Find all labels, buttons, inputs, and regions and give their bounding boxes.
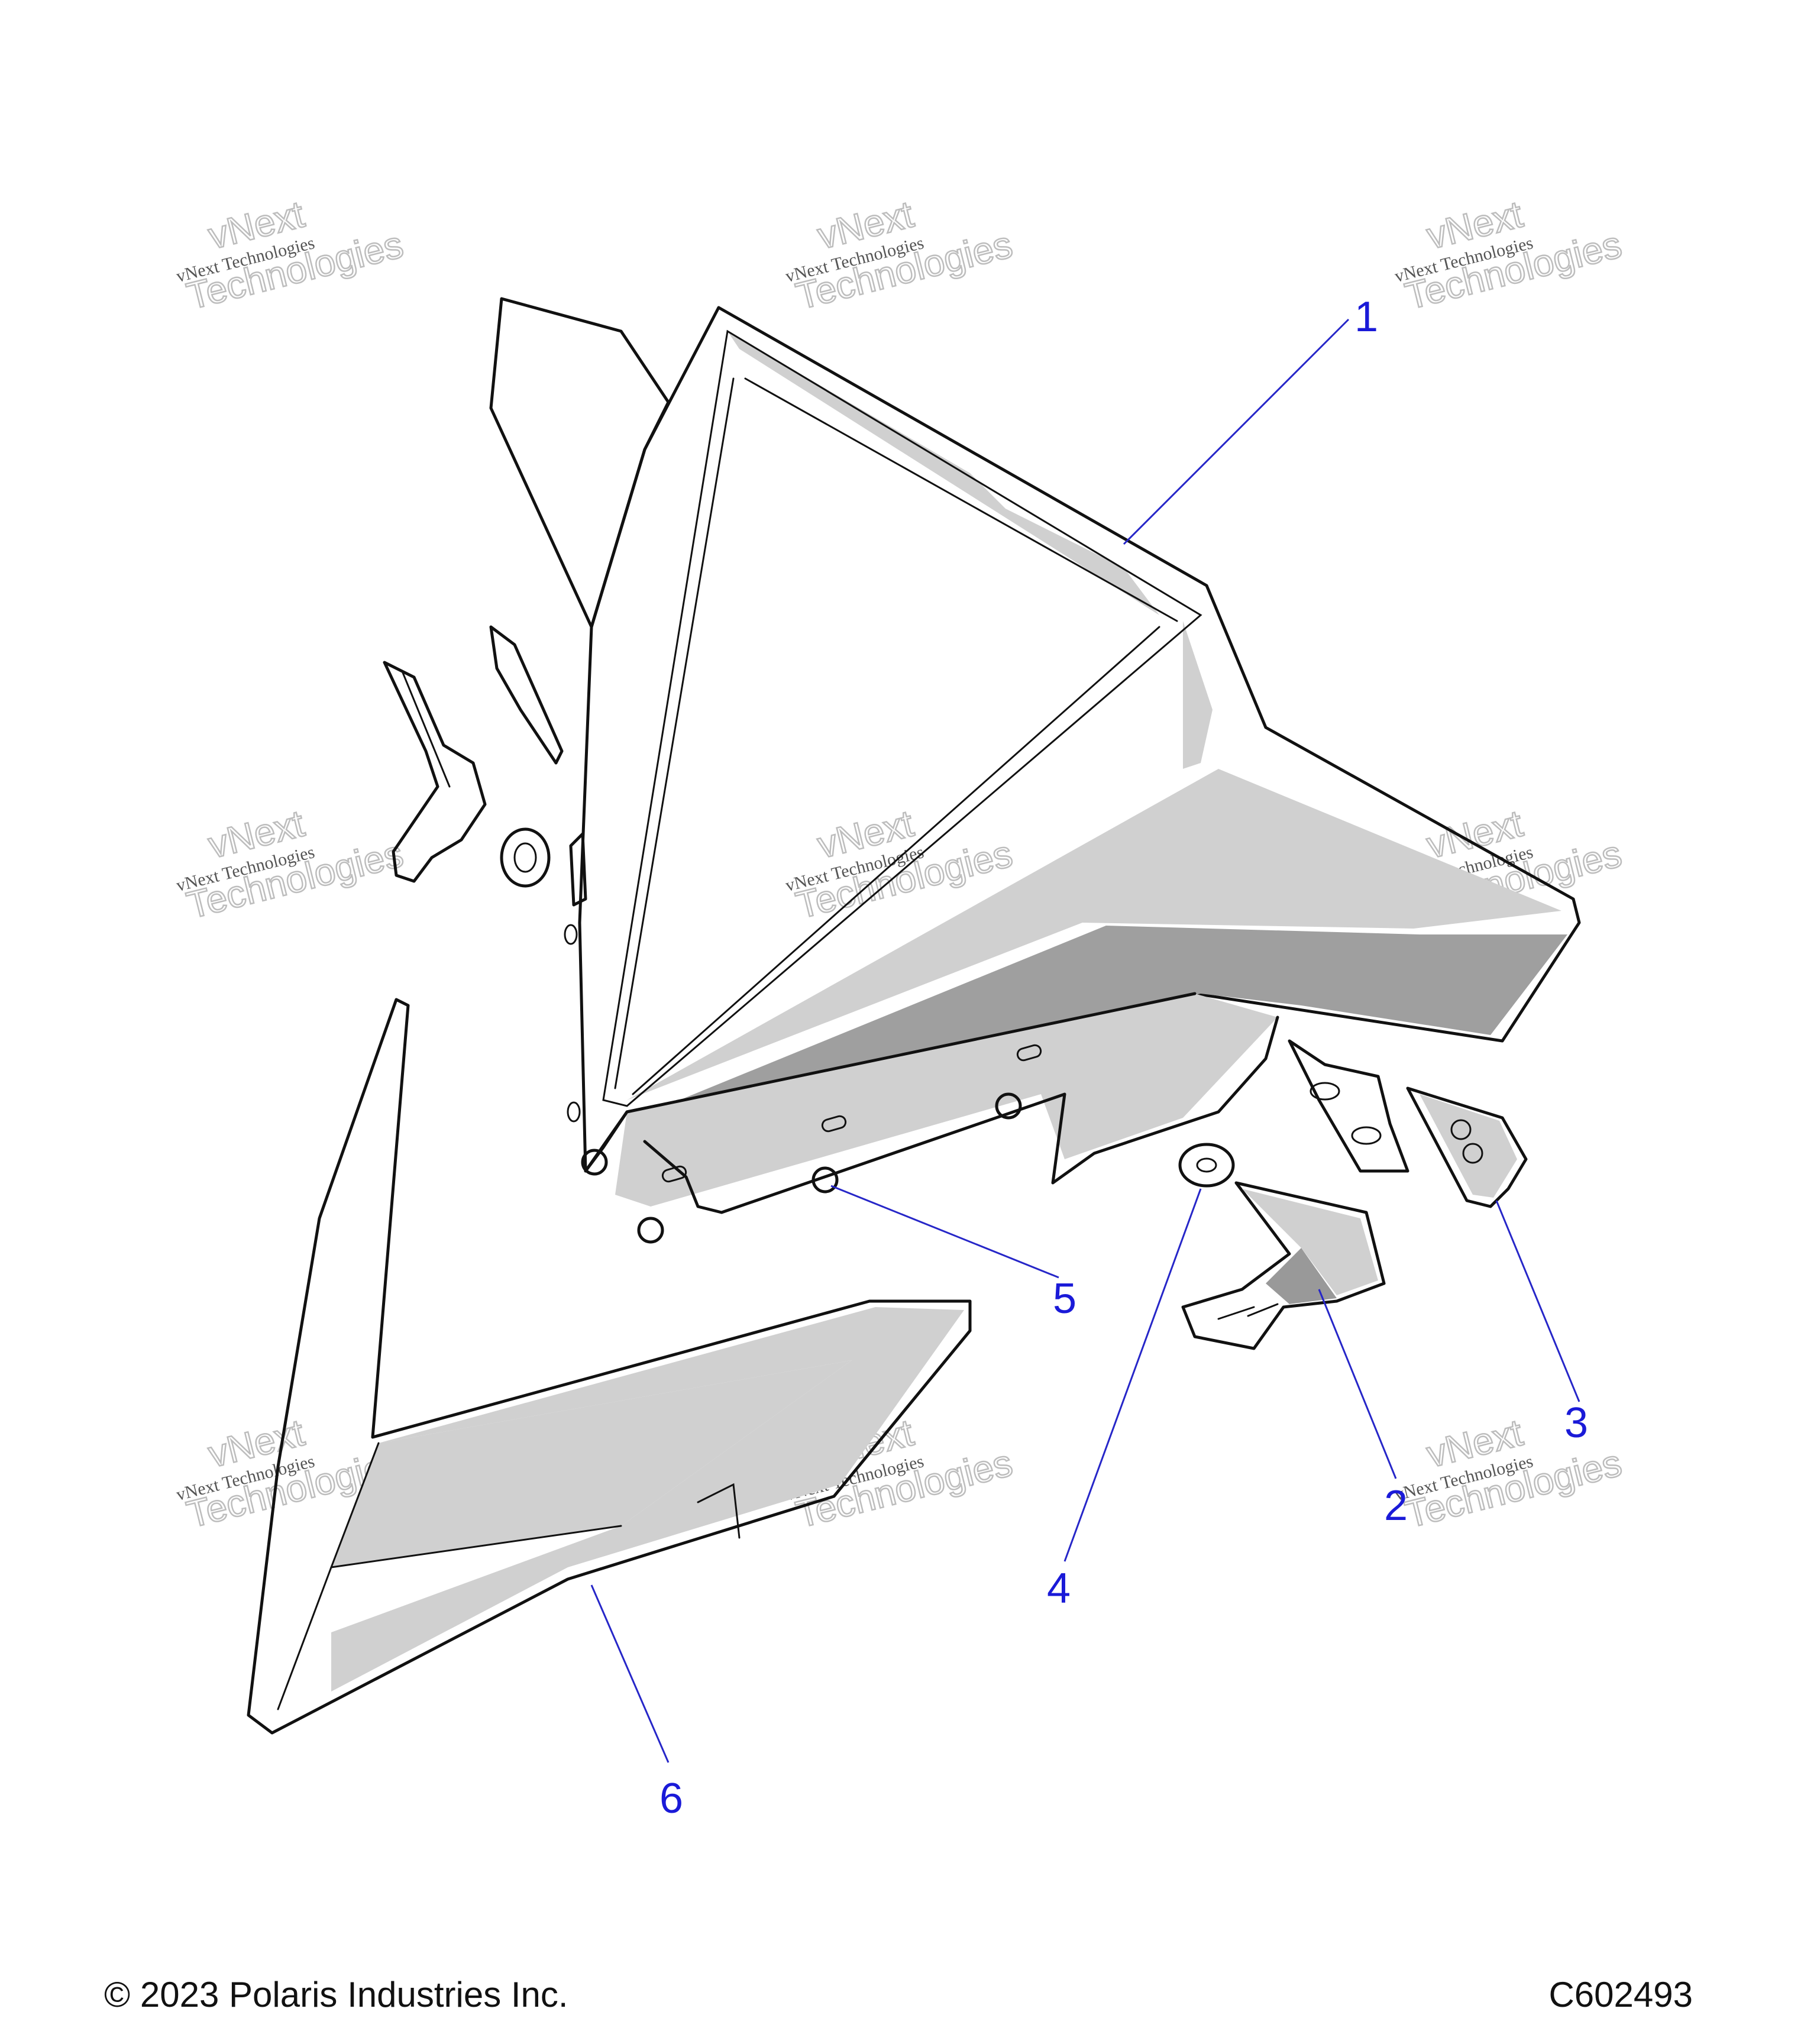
part-3-clip	[1406, 1086, 1528, 1208]
watermark-tile: vNext vNext Technologies Technologies	[1393, 192, 1627, 318]
callout-1: 1	[1354, 293, 1378, 341]
leader-2	[1318, 1289, 1397, 1479]
part-1-windshield	[489, 297, 1581, 1214]
leader-4	[1063, 1188, 1202, 1562]
watermark-tile: vNext vNext Technologies Technologies	[174, 801, 408, 927]
grommet	[500, 827, 551, 888]
callout-5: 5	[1053, 1275, 1076, 1322]
part-4-washer	[1178, 1143, 1235, 1188]
figure-code: C602493	[1548, 1975, 1693, 2014]
part-6-deflector	[247, 998, 972, 1735]
leader-6	[590, 1584, 670, 1763]
mount-brackets	[383, 625, 587, 907]
callout-3: 3	[1564, 1399, 1588, 1447]
callout-6: 6	[659, 1775, 683, 1822]
leader-lines	[590, 318, 1580, 1763]
leader-5	[830, 1185, 1059, 1279]
callout-labels: 1 2 3 4 5 6	[659, 293, 1588, 1822]
callout-2: 2	[1384, 1482, 1408, 1529]
leader-3	[1495, 1200, 1580, 1402]
copyright-notice: © 2023 Polaris Industries Inc.	[104, 1975, 568, 2014]
part-2-bracket	[1181, 1181, 1386, 1350]
watermark-tile: vNext vNext Technologies Technologies	[174, 192, 408, 318]
watermark-tile: vNext vNext Technologies Technologies	[784, 192, 1017, 318]
part-5-screws	[581, 1092, 1022, 1244]
watermark-tile: vNext vNext Technologies Technologies	[1393, 1410, 1627, 1537]
callout-4: 4	[1047, 1565, 1071, 1612]
leader-1	[1123, 318, 1350, 545]
